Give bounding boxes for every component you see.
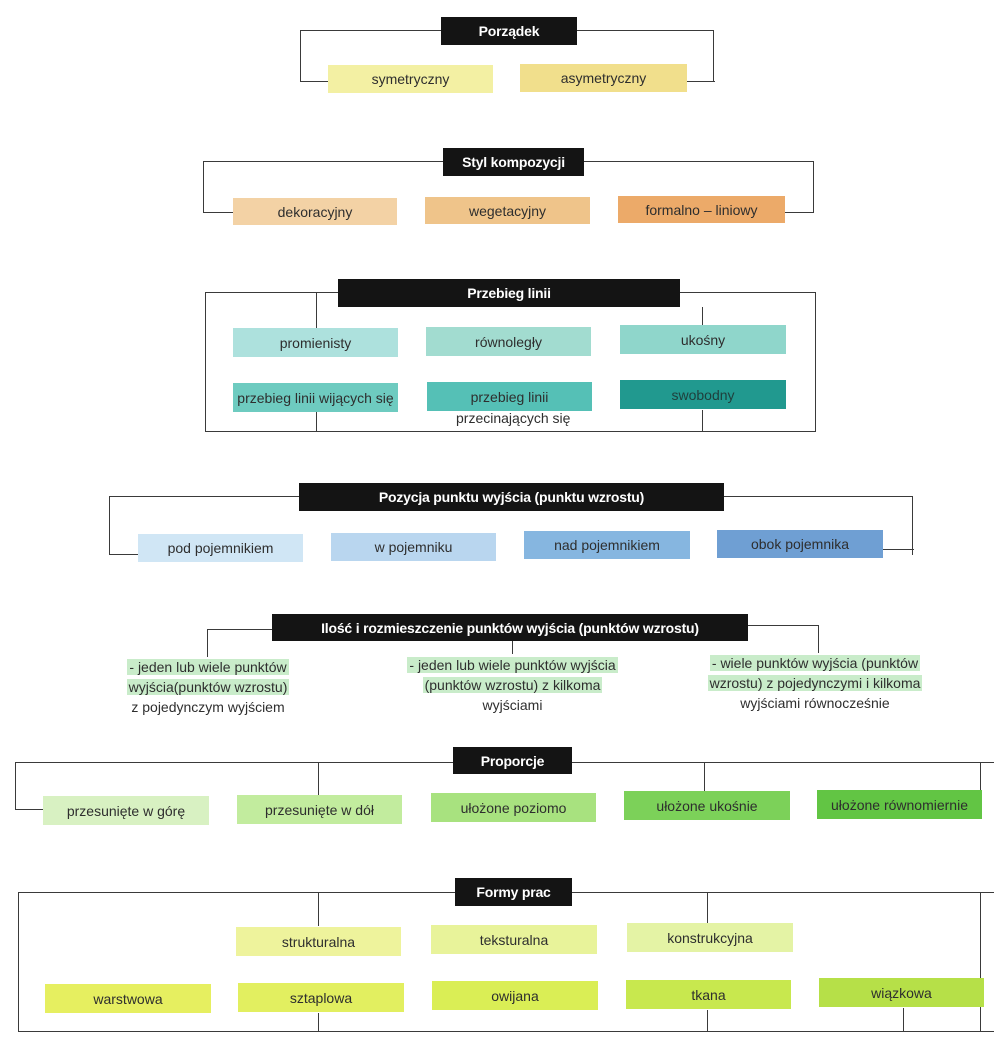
przebieg-przecinajacych-continued: przecinających się [456,410,571,426]
ilosc-note-1: - jeden lub wiele punktów wyjścia(punktó… [108,657,308,717]
ilosc-note-1-line-2: wyjścia(punktów wzrostu) [126,679,290,695]
proporcje-tick-1 [318,762,319,796]
formy-tick-2 [707,892,708,923]
ilosc-note-1-line-1: - jeden lub wiele punktów [127,659,289,675]
proporcje-tick-2 [704,762,705,792]
porzadek-asymetryczny: asymetryczny [520,64,687,92]
ilosc-line-left [207,629,272,630]
formy-tick-1 [318,892,319,926]
formy-wiazkowa: wiązkowa [819,978,984,1007]
porzadek-symetryczny: symetryczny [328,65,493,93]
formy-tick-4 [707,1010,708,1032]
ilosc-note-2-line-1: - jeden lub wiele punktów wyjścia [407,657,618,673]
przebieg-ukosny: ukośny [620,325,786,354]
formy-header: Formy prac [455,878,572,906]
formy-owijana: owijana [432,981,598,1010]
porzadek-header: Porządek [441,17,577,45]
proporcje-header: Proporcje [453,747,572,774]
przebieg-promienisty: promienisty [233,328,398,357]
proporcje-ulozone-poziomo: ułożone poziomo [431,793,596,822]
przebieg-tick-1 [316,292,317,328]
styl-connector-right [785,212,814,213]
pozycja-connector-left [109,554,138,555]
styl-header: Styl kompozycji [443,148,584,176]
porzadek-connector-right [687,81,715,82]
formy-warstwowa: warstwowa [45,984,211,1013]
przebieg-rownolegly: równoległy [426,327,591,356]
ilosc-note-2-line-2: (punktów wzrostu) z kilkoma [422,677,603,693]
przebieg-tick-2 [702,307,703,327]
ilosc-note-3-line-2: wzrostu) z pojedynczymi i kilkoma [707,675,923,691]
pozycja-connector-right [883,549,914,550]
formy-tick-5 [903,1008,904,1032]
porzadek-connector-left [300,81,328,82]
ilosc-tick-right [818,625,819,653]
ilosc-line-right [748,625,818,626]
proporcje-connector-left [15,809,43,810]
proporcje-ulozone-rownomiernie: ułożone równomiernie [817,790,982,819]
ilosc-header: Ilość i rozmieszczenie punktów wyjścia (… [272,614,748,641]
formy-tick-3 [318,1013,319,1032]
przebieg-wijacych: przebieg linii wijących się [233,383,398,412]
pozycja-w-pojemniku: w pojemniku [331,533,496,561]
ilosc-note-3-line-1: - wiele punktów wyjścia (punktów [709,655,921,671]
ilosc-note-1-line-3: z pojedynczym wyjściem [131,699,285,715]
ilosc-note-3: - wiele punktów wyjścia (punktów wzrostu… [695,653,935,713]
pozycja-obok-pojemnika: obok pojemnika [717,530,883,558]
pozycja-header: Pozycja punktu wyjścia (punktu wzrostu) [299,483,724,511]
formy-teksturalna: teksturalna [431,925,597,954]
styl-dekoracyjny: dekoracyjny [233,198,397,225]
ilosc-note-2: - jeden lub wiele punktów wyjścia (punkt… [400,655,625,715]
ilosc-tick-left [207,629,208,657]
formy-konstrukcyjna: konstrukcyjna [627,923,793,952]
przebieg-swobodny: swobodny [620,380,786,409]
proporcje-tick-right [980,762,981,808]
formy-sztaplowa: sztaplowa [238,983,404,1012]
styl-connector-left [203,212,233,213]
styl-formalno-liniowy: formalno – liniowy [618,196,785,223]
proporcje-przesuniete-w-gore: przesunięte w górę [43,796,209,825]
ilosc-note-2-line-3: wyjściami [482,697,543,713]
formy-tick-right [980,892,981,1032]
przebieg-header: Przebieg linii [338,279,680,307]
proporcje-przesuniete-w-dol: przesunięte w dół [237,795,402,824]
proporcje-ulozone-ukosnie: ułożone ukośnie [624,791,790,820]
ilosc-tick-mid [512,640,513,654]
pozycja-nad-pojemnikiem: nad pojemnikiem [524,531,690,559]
przebieg-tick-3 [316,412,317,432]
formy-tkana: tkana [626,980,791,1009]
styl-wegetacyjny: wegetacyjny [425,197,590,224]
przebieg-tick-4 [702,410,703,432]
ilosc-note-3-line-3: wyjściami równocześnie [740,695,890,711]
formy-strukturalna: strukturalna [236,927,401,956]
przebieg-przecinajacych: przebieg linii [427,382,592,411]
pozycja-pod-pojemnikiem: pod pojemnikiem [138,534,303,562]
